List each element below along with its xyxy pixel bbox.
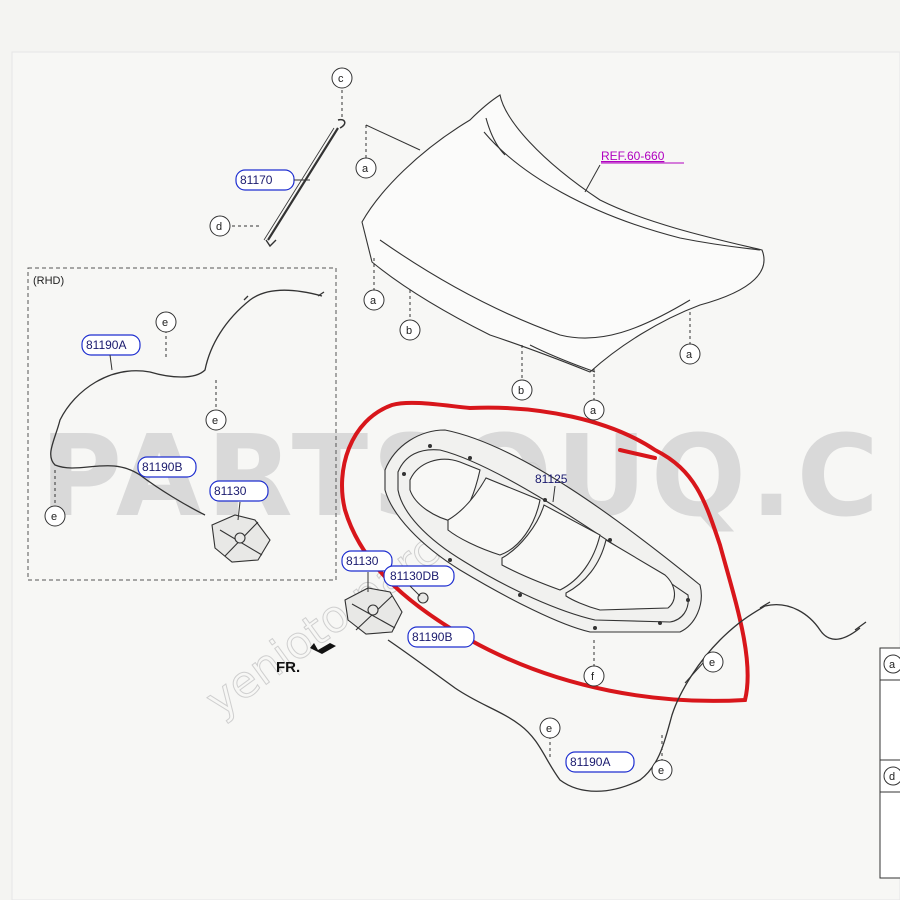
rhd-label: (RHD): [33, 275, 64, 287]
callout-e-6: e: [651, 759, 673, 781]
front-direction-arrow: [310, 643, 336, 654]
part-label-81125[interactable]: 81125: [535, 472, 568, 486]
svg-text:e: e: [162, 317, 168, 329]
part-box-81190A-rhd[interactable]: 81190A: [81, 334, 141, 371]
svg-text:e: e: [709, 657, 715, 669]
callout-e-3: e: [44, 505, 66, 527]
side-legend-table: [879, 647, 900, 879]
callout-b-1: b: [399, 319, 421, 341]
part-box-81190B-rhd[interactable]: 81190B: [137, 456, 197, 478]
svg-text:b: b: [406, 325, 412, 337]
svg-text:81190B: 81190B: [412, 630, 452, 644]
side-table-row1: a: [889, 659, 896, 671]
svg-text:81130DB: 81130DB: [390, 569, 439, 583]
callout-c: c: [331, 67, 353, 89]
svg-text:81170: 81170: [240, 173, 273, 187]
svg-text:a: a: [590, 405, 597, 417]
part-box-81130-rhd[interactable]: 81130: [209, 480, 269, 502]
part-box-81190B-main[interactable]: 81190B: [407, 626, 475, 648]
callout-b-2: b: [511, 379, 533, 401]
callout-a-3: a: [679, 343, 701, 365]
callout-d: d: [209, 215, 231, 237]
fr-label: FR.: [276, 659, 300, 676]
svg-text:c: c: [338, 73, 344, 85]
callout-a-4: a: [583, 399, 605, 421]
svg-text:a: a: [370, 295, 377, 307]
svg-text:81125: 81125: [535, 472, 568, 486]
part-box-81130-main[interactable]: 81130: [341, 550, 393, 572]
svg-text:81130: 81130: [346, 554, 379, 568]
svg-text:e: e: [212, 415, 218, 427]
svg-text:81190A: 81190A: [570, 755, 610, 769]
svg-text:d: d: [216, 221, 222, 233]
svg-text:a: a: [362, 163, 369, 175]
callout-a-2: a: [363, 289, 385, 311]
part-box-81170[interactable]: 81170: [235, 169, 310, 191]
svg-text:81190A: 81190A: [86, 338, 126, 352]
hood-stay-rod: [232, 90, 346, 248]
callout-a-1: a: [355, 157, 377, 179]
rhd-release-cable: [50, 289, 325, 516]
part-box-81190A-main[interactable]: 81190A: [565, 751, 635, 773]
svg-text:f: f: [591, 671, 595, 683]
callout-e-4: e: [702, 651, 724, 673]
callout-e-5: e: [539, 717, 561, 739]
svg-text:e: e: [51, 511, 57, 523]
svg-text:e: e: [546, 723, 552, 735]
hood-panel: [361, 94, 765, 373]
hood-leaders: [365, 124, 691, 400]
callout-f: f: [583, 665, 605, 687]
rhd-box: [27, 267, 337, 581]
ref-label[interactable]: REF.60-660: [601, 149, 665, 163]
rhd-latch-leader: [237, 501, 241, 521]
red-highlight-circle: [340, 400, 750, 703]
svg-text:a: a: [686, 349, 693, 361]
pad-leader: [552, 485, 556, 503]
part-box-81130DB[interactable]: 81130DB: [383, 565, 455, 597]
callout-e-2: e: [205, 409, 227, 431]
main-hood-latch: [344, 587, 429, 635]
svg-text:81130: 81130: [214, 484, 247, 498]
side-table-row2: d: [889, 771, 895, 783]
svg-text:81190B: 81190B: [142, 460, 182, 474]
hood-insulator-pad: [384, 429, 702, 633]
svg-text:e: e: [658, 765, 664, 777]
svg-text:b: b: [518, 385, 524, 397]
callout-e-1: e: [155, 311, 177, 333]
